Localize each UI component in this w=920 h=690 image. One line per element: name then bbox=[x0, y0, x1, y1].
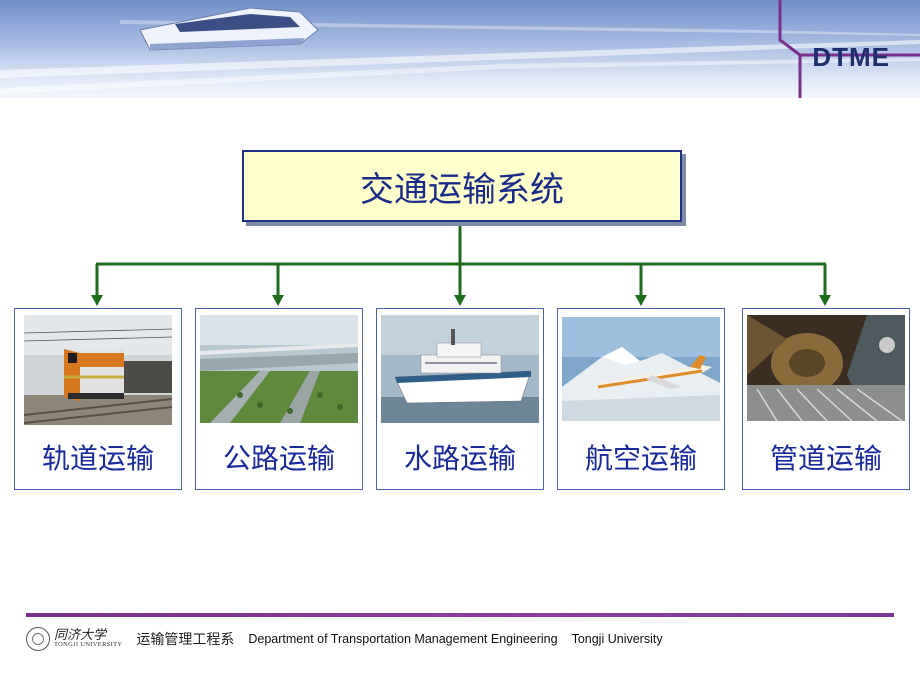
node-rail-transport: 轨道运输 bbox=[14, 308, 182, 490]
department-name-cn: 运输管理工程系 bbox=[136, 632, 235, 648]
connector-arrow-water bbox=[454, 264, 466, 306]
airplane-photo bbox=[562, 317, 720, 421]
footer-divider bbox=[26, 613, 894, 617]
department-name-en: Department of Transportation Management … bbox=[248, 632, 558, 646]
node-label: 水路运输 bbox=[403, 442, 516, 475]
node-road-transport: 公路运输 bbox=[195, 308, 363, 490]
university-logo-text: 同济大学 TONGJI UNIVERSITY bbox=[54, 629, 122, 649]
dtme-logo: DTME bbox=[812, 42, 890, 72]
train-photo bbox=[24, 315, 172, 425]
node-pipeline-transport: 管道运输 bbox=[742, 308, 910, 490]
footer: 同济大学 TONGJI UNIVERSITY 运输管理工程系 Departmen… bbox=[26, 624, 906, 654]
connector-arrow-road bbox=[272, 264, 284, 306]
connector-arrow-pipeline bbox=[819, 264, 831, 306]
node-label: 航空运输 bbox=[584, 442, 697, 475]
connector-arrow-rail bbox=[91, 264, 103, 306]
university-name-cn: 同济大学 bbox=[54, 628, 107, 644]
root-node: 交通运输系统 bbox=[242, 150, 682, 222]
node-label: 公路运输 bbox=[222, 442, 335, 475]
node-label: 管道运输 bbox=[769, 442, 882, 475]
node-water-transport: 水路运输 bbox=[376, 308, 544, 490]
university-seal-icon bbox=[26, 627, 50, 651]
node-label: 轨道运输 bbox=[41, 442, 154, 475]
node-air-transport: 航空运输 bbox=[557, 308, 725, 490]
university-name: Tongji University bbox=[571, 632, 663, 646]
ship-photo bbox=[381, 315, 539, 423]
pipeline-photo bbox=[747, 315, 905, 421]
highway-photo bbox=[200, 315, 358, 423]
university-name-en: TONGJI UNIVERSITY bbox=[54, 641, 123, 649]
connector-arrow-air bbox=[635, 264, 647, 306]
header-banner: DTME bbox=[0, 0, 920, 98]
train-banner-graphic bbox=[0, 0, 920, 98]
